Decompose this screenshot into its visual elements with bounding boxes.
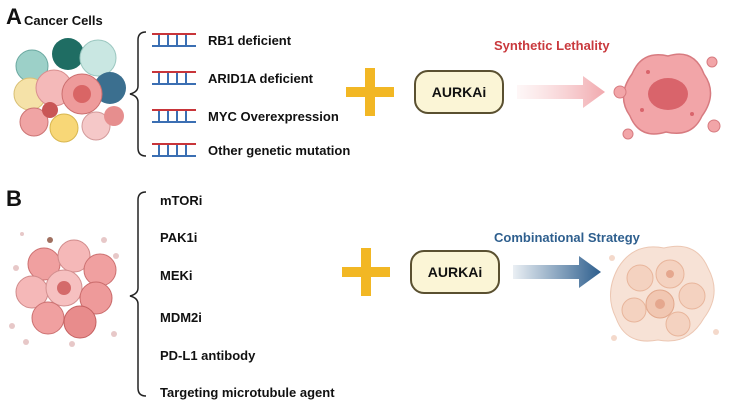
dna-icon	[152, 71, 196, 85]
bracket-b	[129, 191, 147, 397]
item-pak1i: PAK1i	[160, 230, 198, 245]
panel-b-letter: B	[6, 186, 22, 211]
item-pdl1: PD-L1 antibody	[160, 348, 256, 363]
arrow-right-icon	[517, 76, 605, 108]
aurkai-pill: AURKAi	[414, 70, 504, 114]
cancer-cell-cluster-b	[9, 232, 119, 347]
panel-a-letter: A	[6, 4, 22, 29]
item-other-mutation: Other genetic mutation	[208, 143, 351, 158]
dna-icon	[152, 109, 196, 123]
item-myc: MYC Overexpression	[208, 109, 339, 124]
dying-cell-icon	[613, 53, 721, 140]
synthetic-lethality-label: Synthetic Lethality	[494, 38, 610, 53]
plus-icon	[346, 68, 394, 116]
item-mtori: mTORi	[160, 193, 203, 208]
faded-cell-cluster	[609, 245, 719, 342]
combinational-strategy-label: Combinational Strategy	[494, 230, 640, 245]
item-meki: MEKi	[160, 268, 193, 283]
item-microtubule: Targeting microtubule agent	[160, 385, 335, 400]
dna-icon	[152, 143, 196, 157]
plus-icon	[342, 248, 390, 296]
item-mdm2i: MDM2i	[160, 310, 202, 325]
cancer-cell-cluster-a	[13, 38, 126, 143]
item-rb1: RB1 deficient	[208, 33, 292, 48]
cancer-cells-title: Cancer Cells	[24, 13, 103, 28]
bracket-a	[129, 31, 147, 157]
aurkai-pill: AURKAi	[410, 250, 500, 294]
item-arid1a: ARID1A deficient	[208, 71, 313, 86]
dna-icon	[152, 33, 196, 47]
arrow-right-icon	[513, 256, 601, 288]
